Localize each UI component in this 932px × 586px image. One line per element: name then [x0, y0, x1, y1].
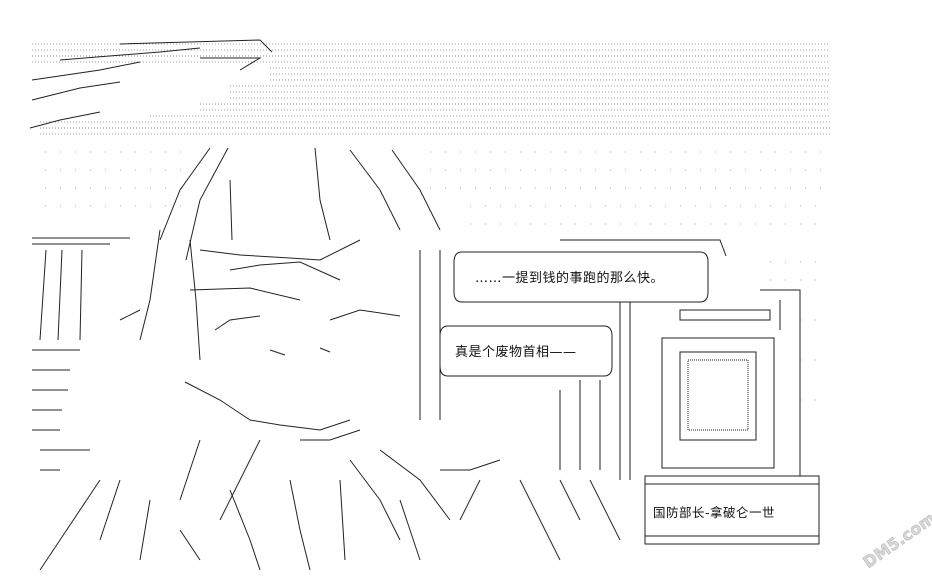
- speech-bubble-1-text: ……一提到钱的事跑的那么快。: [475, 271, 665, 286]
- caption-text: 国防部长-拿破仑一世: [653, 505, 776, 520]
- dotted-background: [32, 43, 830, 135]
- watermark-logo: DM5.com: [859, 508, 932, 572]
- caption-box: [644, 475, 820, 545]
- sparse-dot-grid: [45, 151, 830, 401]
- ascii-strokes: [29, 39, 801, 571]
- speech-bubble-2-text: 真是个废物首相——: [455, 345, 577, 360]
- speech-bubble-1: [453, 251, 709, 303]
- speech-bubble-2: [439, 325, 613, 377]
